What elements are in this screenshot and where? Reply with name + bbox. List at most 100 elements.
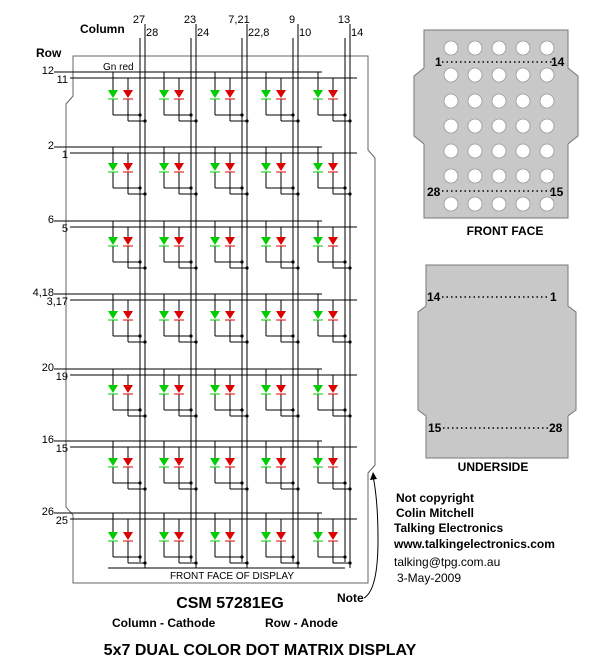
junction-dot — [143, 340, 147, 344]
green-led — [108, 385, 118, 393]
pin-hole — [467, 143, 483, 159]
green-led — [313, 458, 323, 466]
pin-hole — [491, 93, 507, 109]
green-led — [108, 163, 118, 171]
row-pin-top-label: 26 — [42, 506, 54, 518]
row-pin-top-label: 16 — [42, 434, 54, 446]
junction-dot — [291, 334, 295, 338]
junction-dot — [138, 555, 142, 559]
red-led — [328, 237, 338, 245]
red-led — [276, 458, 286, 466]
pin-hole — [515, 67, 531, 83]
green-led — [313, 163, 323, 171]
pin-hole — [539, 168, 555, 184]
junction-dot — [348, 266, 352, 270]
green-led — [313, 237, 323, 245]
junction-dot — [143, 414, 147, 418]
junction-dot — [291, 481, 295, 485]
front-pin-1: 1 — [435, 55, 442, 69]
red-led — [328, 458, 338, 466]
junction-dot — [296, 414, 300, 418]
junction-dot — [240, 260, 244, 264]
green-led — [108, 90, 118, 98]
pin-hole — [443, 93, 459, 109]
front-pin-14: 14 — [551, 55, 565, 69]
pin-hole — [491, 168, 507, 184]
column-pin-top-label: 7,21 — [228, 14, 249, 26]
red-led — [225, 90, 235, 98]
junction-dot — [245, 340, 249, 344]
junction-dot — [143, 487, 147, 491]
green-led — [210, 458, 220, 466]
red-led — [225, 237, 235, 245]
red-led — [123, 532, 133, 540]
credit-line-6: 3-May-2009 — [397, 571, 461, 585]
pin-hole — [539, 143, 555, 159]
junction-dot — [143, 561, 147, 565]
pin-hole — [539, 93, 555, 109]
green-led — [313, 532, 323, 540]
column-pin-bottom-label: 10 — [299, 27, 311, 39]
row-pin-top-label: 20 — [42, 362, 54, 374]
junction-dot — [194, 119, 198, 123]
junction-dot — [240, 481, 244, 485]
credit-line-5: talking@tpg.com.au — [394, 555, 500, 569]
red-led — [123, 311, 133, 319]
red-led — [174, 458, 184, 466]
row-pin-bottom-label: 3,17 — [47, 296, 68, 308]
pin-hole — [491, 196, 507, 212]
part-number: CSM 57281EG — [176, 595, 284, 612]
red-led — [123, 385, 133, 393]
note-label: Note — [337, 591, 364, 605]
pin-hole — [491, 67, 507, 83]
junction-dot — [291, 555, 295, 559]
pin-hole — [467, 67, 483, 83]
red-led — [328, 532, 338, 540]
junction-dot — [343, 481, 347, 485]
pin-hole — [515, 93, 531, 109]
red-led — [328, 90, 338, 98]
junction-dot — [189, 260, 193, 264]
pin-hole — [515, 143, 531, 159]
green-led — [108, 311, 118, 319]
pin-hole — [443, 168, 459, 184]
green-led — [159, 237, 169, 245]
junction-dot — [143, 119, 147, 123]
pin-hole — [443, 118, 459, 134]
junction-dot — [245, 192, 249, 196]
junction-dot — [296, 119, 300, 123]
junction-dot — [143, 192, 147, 196]
red-led — [225, 458, 235, 466]
junction-dot — [343, 186, 347, 190]
pin-hole — [443, 67, 459, 83]
row-pin-top-label: 4,18 — [33, 287, 54, 299]
red-led — [276, 532, 286, 540]
green-led — [261, 458, 271, 466]
green-led — [261, 163, 271, 171]
green-led — [261, 532, 271, 540]
junction-dot — [343, 113, 347, 117]
junction-dot — [189, 555, 193, 559]
underside-panel: 14 1 15 28 — [417, 264, 577, 459]
junction-dot — [194, 487, 198, 491]
junction-dot — [194, 414, 198, 418]
junction-dot — [240, 555, 244, 559]
junction-dot — [240, 186, 244, 190]
row-heading: Row — [36, 46, 62, 60]
red-led — [276, 90, 286, 98]
diagram-title: 5x7 DUAL COLOR DOT MATRIX DISPLAY — [104, 642, 417, 659]
matrix-outline — [65, 55, 376, 584]
red-led — [225, 532, 235, 540]
credit-line-2: Colin Mitchell — [396, 506, 474, 520]
column-pin-top-label: 23 — [184, 14, 196, 26]
pin-hole — [539, 118, 555, 134]
row-pin-bottom-label: 19 — [56, 371, 68, 383]
note-arrow — [363, 475, 379, 599]
row-pin-bottom-label: 25 — [56, 515, 68, 527]
pin-hole — [467, 93, 483, 109]
red-led — [225, 385, 235, 393]
under-pin-28: 28 — [549, 421, 563, 435]
pin-hole — [443, 196, 459, 212]
green-led — [108, 237, 118, 245]
under-pin-1: 1 — [550, 290, 557, 304]
